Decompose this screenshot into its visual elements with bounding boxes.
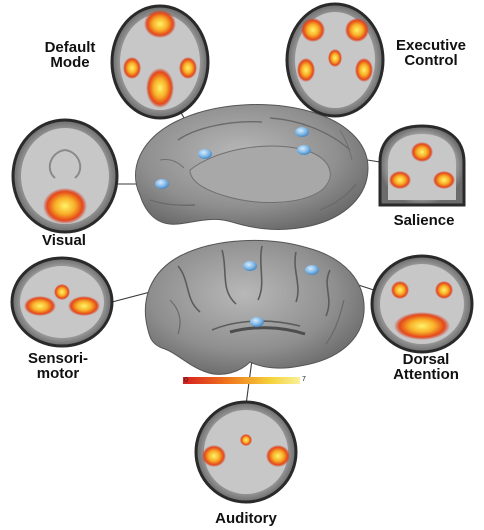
label-executive-control: Executive Control [395,37,467,69]
slice-sensorimotor [10,256,114,348]
slice-visual [11,118,119,234]
label-sensorimotor: Sensori- motor [27,350,88,382]
label-default-mode: Default Mode [44,39,96,71]
color-scale-max: 7 [302,376,306,383]
label-visual: Visual [42,232,86,249]
slice-dorsal-attention [370,254,474,354]
slice-default-mode [110,4,210,120]
network-node-icon [297,145,311,155]
color-scale-min: 0 [184,377,188,384]
slice-auditory [194,400,298,504]
label-dorsal-attention: Dorsal Attention [393,351,459,383]
network-node-icon [243,261,257,271]
network-node-icon [305,265,319,275]
label-auditory: Auditory [215,510,277,527]
network-node-icon [295,127,309,137]
slice-salience [378,124,466,207]
label-salience: Salience [393,212,455,229]
slice-executive-control [285,2,385,118]
network-node-icon [198,149,212,159]
network-node-icon [155,179,169,189]
network-nodes [155,127,319,327]
brain-medial-surface-icon [135,104,369,230]
brain-lateral-surface-icon [144,239,365,375]
network-node-icon [250,317,264,327]
color-scale-bar [183,377,300,384]
